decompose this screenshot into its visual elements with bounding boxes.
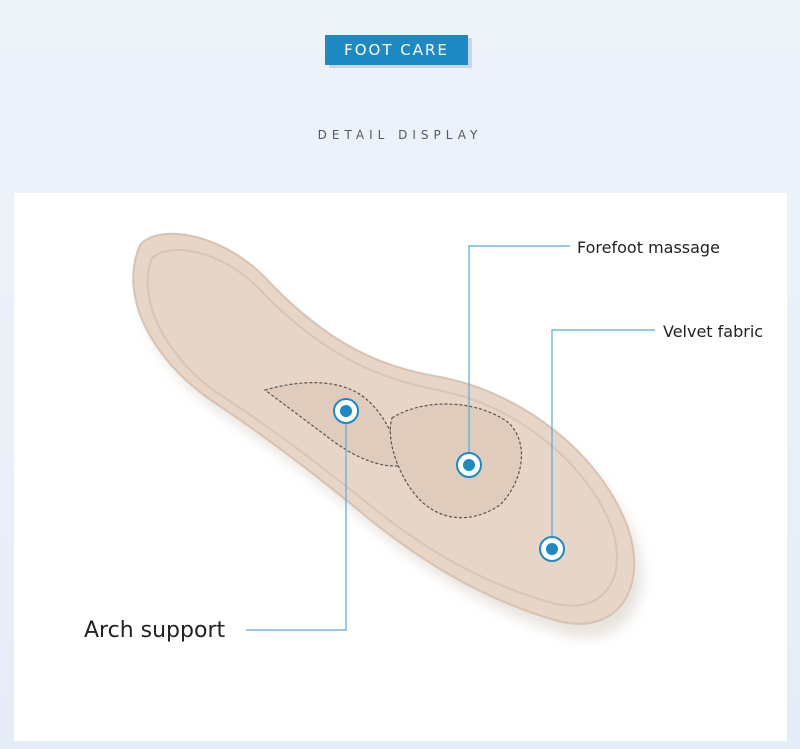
detail-display-subtitle: DETAIL DISPLAY	[317, 128, 483, 142]
velvet-marker	[539, 536, 565, 562]
velvet-callout-line	[551, 329, 655, 549]
arch-support-label: Arch support	[84, 618, 226, 643]
arch-callout-line	[246, 411, 347, 631]
forefoot-massage-label: Forefoot massage	[577, 238, 720, 257]
forefoot-pad-outline	[389, 403, 523, 519]
foot-care-badge: FOOT CARE	[325, 35, 468, 65]
velvet-fabric-label: Velvet fabric	[663, 322, 764, 341]
forefoot-callout-line	[468, 245, 570, 465]
arch-marker	[333, 398, 359, 424]
insole-rim	[146, 249, 618, 607]
forefoot-marker	[456, 452, 482, 478]
